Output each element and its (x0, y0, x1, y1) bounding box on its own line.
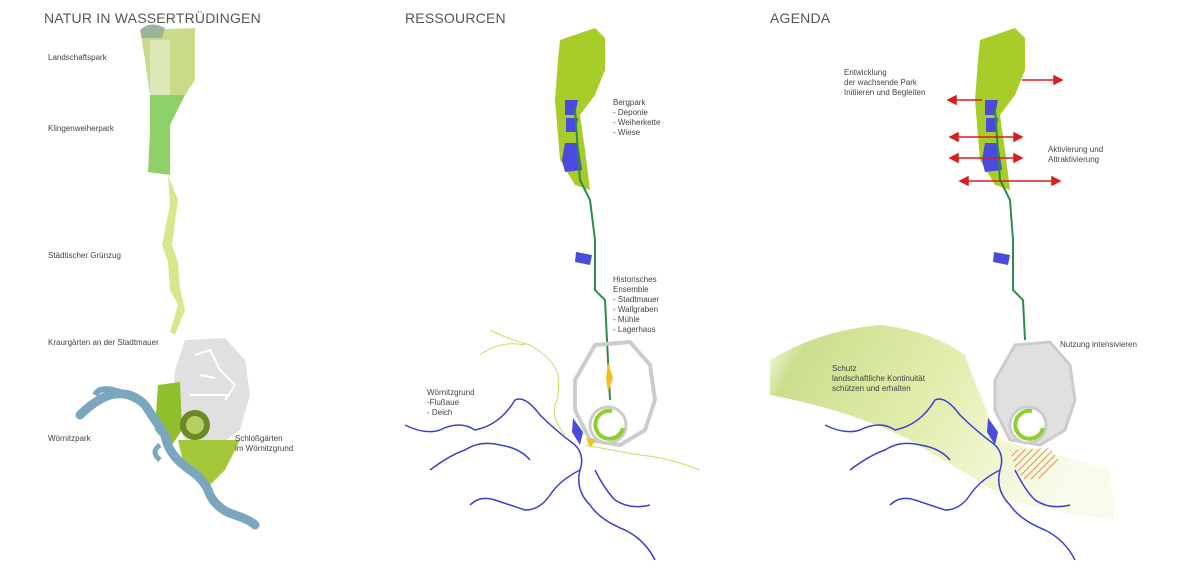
river-branch-2 (152, 442, 162, 462)
label-klingenweiherpark: Klingenweiherpark (48, 124, 114, 133)
label-historisch: Historisches Ensemble - Stadtmauer - Wal… (613, 275, 660, 334)
accent-yellow-1 (606, 362, 613, 392)
label-krautgaerten: Kraurgärten an der Stadtmauer (48, 338, 159, 347)
pond-5 (572, 418, 583, 445)
label-schlossgaerten: Schloßgärten im Wörnitzgrund (235, 434, 294, 453)
label-gruenzug: Städtischer Grünzug (48, 251, 121, 260)
castle-ring (1013, 408, 1045, 441)
label-landschaftspark: Landschaftspark (48, 53, 107, 62)
label-woernitzgrund: Wörnitzgrund -Flußaue - Deich (427, 388, 475, 417)
label-woernitzpark: Wörnitzpark (48, 434, 91, 443)
panel-title: AGENDA (770, 10, 831, 26)
accent-yellow-2 (586, 438, 596, 448)
panel-natur: NATUR IN WASSERTRÜDINGEN Landschaftspark… (0, 0, 380, 567)
panel-title: RESSOURCEN (405, 10, 506, 26)
hatched-area (1010, 448, 1060, 480)
river-branch-c (594, 469, 651, 508)
label-aktivierung: Aktivierung und Attraktivierung (1048, 145, 1104, 164)
pond-4 (993, 252, 1010, 265)
label-schutz: Schutz landschaftliche Kontinuität schüt… (832, 364, 925, 393)
boundary-line (489, 329, 701, 471)
arrowhead-double-3b (1051, 175, 1062, 187)
river-branch (92, 386, 121, 397)
green-path (574, 109, 611, 401)
castle-ring (593, 408, 625, 441)
ressourcen-map (404, 28, 701, 561)
river-branch-b (469, 469, 581, 511)
river-branch-a (849, 442, 951, 471)
panel-title: NATUR IN WASSERTRÜDINGEN (44, 10, 261, 26)
green-path (994, 109, 1026, 341)
arrowhead-double-2a (948, 152, 959, 164)
pond-4 (575, 252, 592, 265)
klingenweiherpark-area (148, 95, 185, 175)
arrows-group (946, 74, 1064, 187)
landschaftspark-top (140, 24, 165, 38)
town-streets (190, 348, 237, 401)
panel-ressourcen: RESSOURCEN Bergpark - Deponie - Weiherke… (380, 0, 760, 567)
gruenzug-strip (162, 175, 185, 335)
river-main (404, 398, 656, 561)
natur-map (75, 24, 260, 530)
label-entwicklung: Entwicklung der wachsende Park Initiiere… (844, 68, 926, 97)
town-outline (573, 339, 658, 448)
boundary-line-2 (479, 343, 526, 356)
river-branch-b (889, 469, 1001, 511)
agenda-map (770, 28, 1115, 561)
arrowhead-west-1 (946, 94, 957, 106)
arrowhead-double-3a (958, 175, 969, 187)
arrowhead-double-1b (1013, 131, 1024, 143)
pond-5 (987, 418, 998, 445)
arrowhead-double-1a (948, 131, 959, 143)
landschaftspark-inner (150, 40, 170, 95)
river-branch-c (1014, 469, 1071, 508)
woernitz-river (75, 389, 260, 530)
river-main (824, 398, 1076, 561)
arrowhead-double-2b (1013, 152, 1024, 164)
label-bergpark: Bergpark - Deponie - Weiherkette - Wiese (613, 98, 661, 137)
river-branch-a (429, 442, 531, 471)
label-nutzung: Nutzung intensivieren (1060, 340, 1137, 349)
panel-agenda: AGENDA Entwicklung der wachsende Park In… (760, 0, 1200, 567)
arrowhead-east-1 (1053, 74, 1064, 86)
castle-inner (186, 416, 204, 434)
